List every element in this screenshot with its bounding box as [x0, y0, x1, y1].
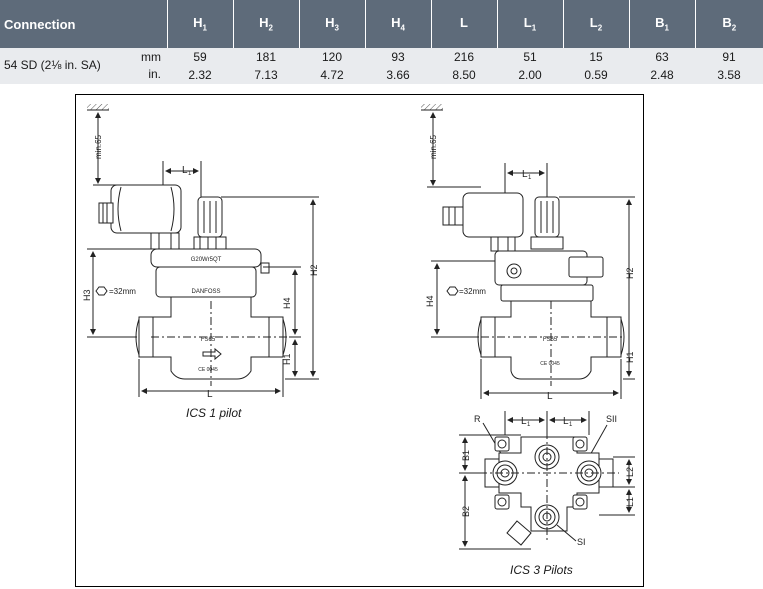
h4-label-right: H4: [425, 295, 435, 307]
ics1-marking: G20Wr5QT: [191, 257, 222, 263]
header-l2: L2: [562, 0, 629, 48]
technical-drawing: min.65 L 1 G20Wr5QT DANFOSS: [82, 104, 635, 550]
min65-label-left: min.65: [94, 134, 103, 159]
min65-label-right: min.65: [429, 134, 438, 159]
caption-ics1: ICS 1 pilot: [186, 406, 242, 420]
ics3-pilots-top-drawing: L 1 L 1 R SII: [459, 411, 635, 550]
hex-label-right: =32mm: [459, 287, 486, 296]
ics3-body-code: FS65: [543, 337, 558, 343]
svg-text:L1: L1: [625, 497, 635, 507]
cell-in-h4: 3.66: [365, 66, 431, 84]
ics1-ce-mark: CE 0045: [198, 367, 218, 373]
cell-in-l2: 0.59: [563, 66, 629, 84]
svg-text:L: L: [521, 416, 527, 427]
h1-label: H1: [282, 353, 292, 365]
l-label-right: L: [547, 391, 553, 402]
cell-mm-l2: 15: [563, 48, 629, 66]
cell-mm-h3: 120: [299, 48, 365, 66]
cell-mm-h4: 93: [365, 48, 431, 66]
ics1-pilot-drawing: min.65 L 1 G20Wr5QT DANFOSS: [82, 104, 319, 400]
cell-in-b2: 3.58: [695, 66, 763, 84]
table-header-row: Connection H1 H2 H3 H4 L L1 L2 B1 B2: [0, 0, 763, 48]
header-b1: B1: [628, 0, 695, 48]
b2-label: B2: [461, 506, 471, 517]
header-l1: L1: [496, 0, 563, 48]
h1-label-right: H1: [625, 351, 635, 363]
l-label-left: L: [207, 389, 213, 400]
cell-mm-h2: 181: [233, 48, 299, 66]
header-h3: H3: [298, 0, 365, 48]
connection-cell: 54 SD (2⅛ in. SA) mm in.: [0, 48, 167, 84]
table-row: 2.32 7.13 4.72 3.66 8.50 2.00 0.59 2.48 …: [0, 66, 763, 84]
header-h4: H4: [364, 0, 431, 48]
svg-text:L: L: [182, 165, 188, 176]
port-label-r: R: [474, 414, 481, 424]
b1-label: B1: [461, 450, 471, 461]
cell-in-h2: 7.13: [233, 66, 299, 84]
svg-text:1: 1: [527, 422, 531, 428]
h2-label-right: H2: [625, 267, 635, 279]
dimension-table: Connection H1 H2 H3 H4 L L1 L2 B1 B2 54 …: [0, 0, 763, 84]
svg-text:1: 1: [528, 175, 532, 181]
cell-in-h1: 2.32: [167, 66, 233, 84]
h4-label: H4: [282, 297, 292, 309]
caption-ics3: ICS 3 Pilots: [510, 563, 573, 577]
port-label-si: SI: [577, 537, 586, 547]
h2-label: H2: [309, 264, 319, 276]
cell-in-l1: 2.00: [497, 66, 563, 84]
cell-in-b1: 2.48: [629, 66, 695, 84]
table-row: 54 SD (2⅛ in. SA) mm in. 59 181 120 93 2…: [0, 48, 763, 84]
svg-text:L: L: [522, 169, 528, 180]
ics1-brand: DANFOSS: [191, 289, 220, 295]
port-label-sii: SII: [606, 414, 617, 424]
cell-in-h3: 4.72: [299, 66, 365, 84]
cell-in-l: 8.50: [431, 66, 497, 84]
svg-text:1: 1: [569, 422, 573, 428]
ics1-body-code: FS65: [201, 337, 216, 343]
l2-label: L2: [625, 467, 635, 477]
h3-label: H3: [82, 289, 92, 301]
svg-text:L: L: [563, 416, 569, 427]
cell-mm-l: 216: [431, 48, 497, 66]
ics3-pilots-front-drawing: min.65 L 1 DANFOSS FS65 CE 0045: [421, 104, 635, 402]
header-b2: B2: [694, 0, 763, 48]
header-l: L: [430, 0, 497, 48]
header-h2: H2: [232, 0, 299, 48]
header-connection: Connection: [0, 0, 167, 48]
hex-label-left: =32mm: [109, 287, 136, 296]
svg-text:1: 1: [188, 171, 192, 177]
cell-mm-l1: 51: [497, 48, 563, 66]
ics3-ce-mark: CE 0045: [540, 361, 560, 367]
cell-mm-b2: 91: [695, 48, 763, 66]
drawing-frame: min.65 L 1 G20Wr5QT DANFOSS: [75, 94, 644, 587]
cell-mm-h1: 59: [167, 48, 233, 66]
cell-mm-b1: 63: [629, 48, 695, 66]
header-h1: H1: [166, 0, 233, 48]
